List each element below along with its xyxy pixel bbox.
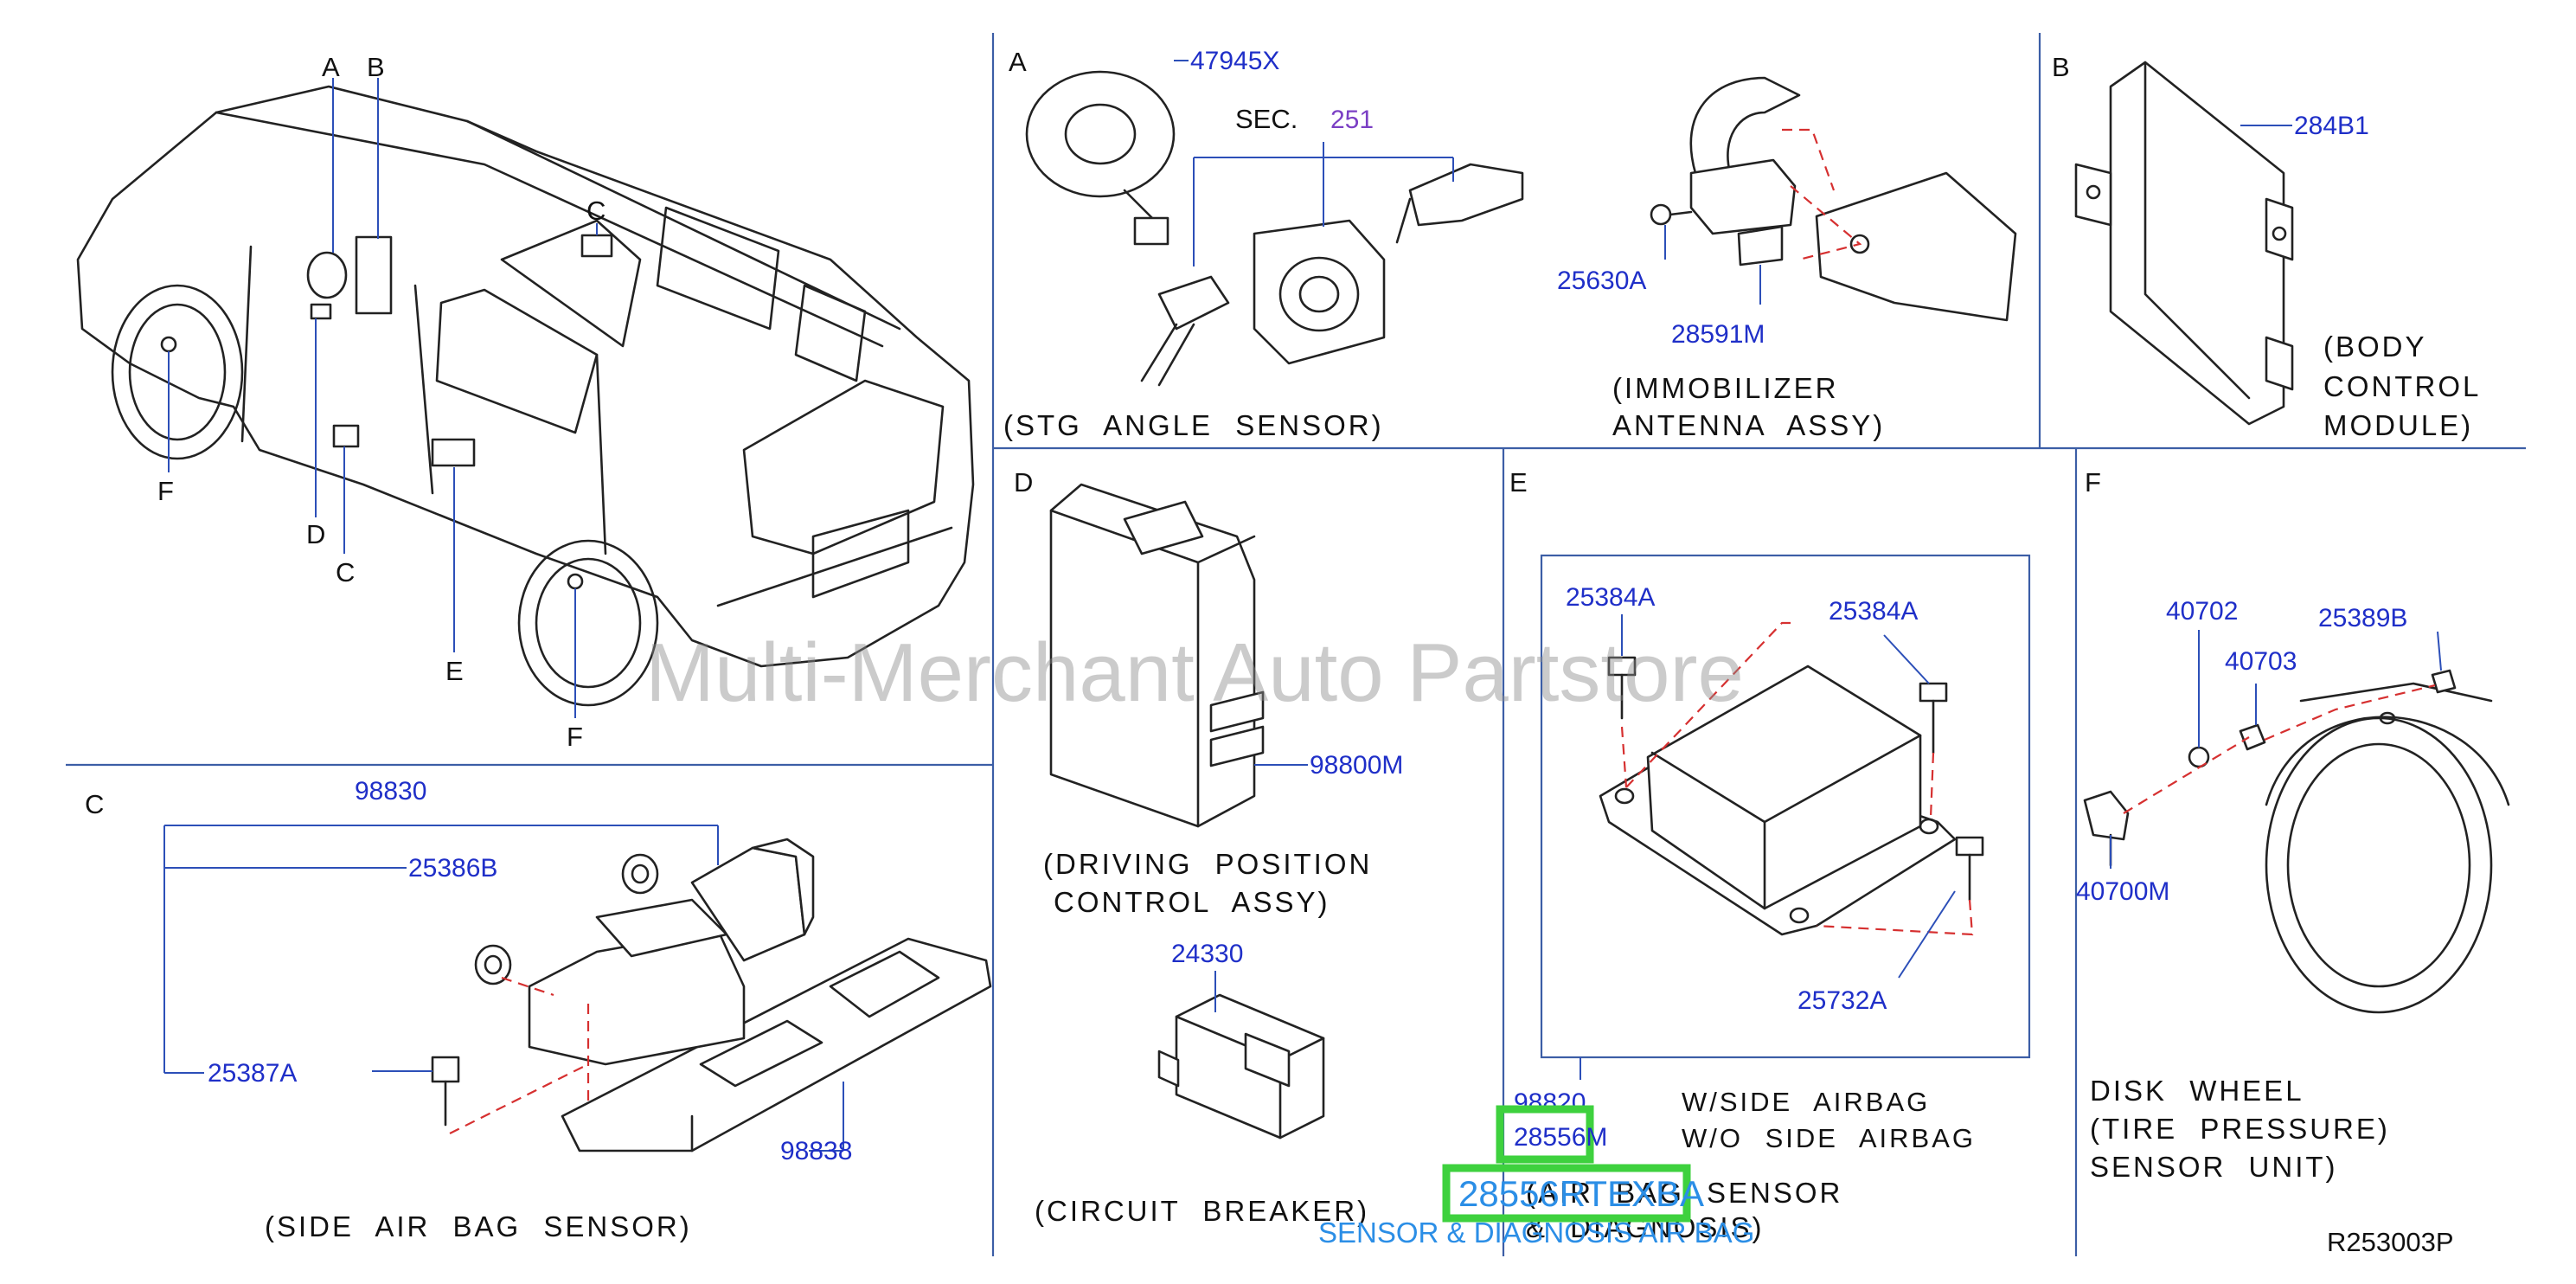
highlight-box-28556m [1496, 1105, 1594, 1164]
part-25630a[interactable]: 25630A [1557, 266, 1646, 295]
part-98830[interactable]: 98830 [355, 777, 426, 806]
vehicle-label-f-rear: F [567, 722, 583, 752]
body-control-module-drawing [2074, 61, 2294, 426]
caption-stg-angle-sensor: (STG ANGLE SENSOR) [1003, 409, 1384, 441]
body-module-location-b [355, 235, 393, 315]
caption-tpms-line1: DISK WHEEL [2090, 1075, 2304, 1107]
caption-bcm-line3: MODULE) [2323, 409, 2473, 441]
airbag-sensor-drawing [1599, 621, 1984, 936]
immobilizer-antenna-drawing [1650, 76, 2017, 322]
vehicle-illustration [76, 78, 975, 718]
note-without-side-airbag: W/O SIDE AIRBAG [1682, 1123, 1976, 1153]
part-28556m[interactable]: 28556M [1514, 1123, 1607, 1152]
caption-circuit-breaker: (CIRCUIT BREAKER) [1035, 1195, 1369, 1227]
panel-dividers [66, 33, 2526, 1256]
vehicle-label-c-bottom: C [336, 557, 355, 587]
part-25386b[interactable]: 25386B [408, 854, 497, 883]
vehicle-label-f-front: F [157, 476, 174, 506]
caption-tpms-line2: (TIRE PRESSURE) [2090, 1113, 2390, 1145]
vehicle-label-b: B [367, 52, 385, 82]
watermark: Multi-Merchant Auto Partstore [645, 626, 1744, 719]
overlay-part-number[interactable]: 28556RTEXBA [1458, 1173, 1704, 1214]
sensor-location-c-top [580, 234, 613, 258]
section-ref-prefix: SEC. [1235, 104, 1298, 134]
steering-angle-sensor-drawing [1025, 70, 1524, 387]
part-24330[interactable]: 24330 [1171, 940, 1243, 968]
part-25732a[interactable]: 25732A [1797, 986, 1887, 1015]
caption-tpms-line3: SENSOR UNIT) [2090, 1151, 2338, 1183]
caption-immobilizer-line1: (IMMOBILIZER [1612, 372, 1839, 404]
sensor-location-c-bottom [332, 424, 360, 448]
caption-dp-line2: CONTROL ASSY) [1054, 886, 1330, 918]
part-284b1[interactable]: 284B1 [2294, 112, 2369, 140]
section-c-letter: C [85, 789, 104, 819]
vehicle-label-d: D [306, 519, 325, 549]
airbag-sensor-detail-frame [1540, 554, 2031, 1059]
part-40700m[interactable]: 40700M [2076, 877, 2169, 906]
part-98838[interactable]: 98838 [780, 1137, 852, 1165]
section-e-letter: E [1509, 467, 1528, 498]
section-ref-251[interactable]: 251 [1330, 106, 1374, 134]
tire-pressure-sensor-drawing [2083, 669, 2510, 1014]
driving-position-control-drawing [1049, 483, 1265, 828]
part-25384a-left[interactable]: 25384A [1566, 583, 1655, 612]
vehicle-label-e: E [445, 656, 464, 686]
module-location-e [431, 438, 476, 467]
vehicle-label-c-top: C [586, 196, 606, 226]
part-25384a-right[interactable]: 25384A [1829, 597, 1918, 626]
part-25387a[interactable]: 25387A [208, 1059, 297, 1088]
section-f-letter: F [2085, 467, 2101, 498]
section-b-letter: B [2052, 52, 2070, 82]
highlight-box-overlay [1442, 1164, 1691, 1223]
part-40703[interactable]: 40703 [2225, 647, 2297, 676]
caption-bcm-line2: CONTROL [2323, 370, 2481, 402]
caption-dp-line1: (DRIVING POSITION [1043, 848, 1372, 880]
part-98800m[interactable]: 98800M [1310, 751, 1403, 780]
part-40702[interactable]: 40702 [2166, 597, 2238, 626]
part-25389b[interactable]: 25389B [2318, 604, 2407, 632]
part-47945x[interactable]: 47945X [1190, 47, 1279, 75]
vehicle-label-a: A [322, 52, 340, 82]
note-with-side-airbag: W/SIDE AIRBAG [1682, 1087, 1930, 1117]
caption-immobilizer-line2: ANTENNA ASSY) [1612, 409, 1885, 441]
section-d-letter: D [1014, 467, 1033, 498]
part-28591m[interactable]: 28591M [1671, 320, 1765, 349]
caption-side-airbag-sensor: (SIDE AIR BAG SENSOR) [265, 1210, 692, 1242]
drawing-number: R253003P [2327, 1227, 2454, 1257]
section-a-letter: A [1009, 47, 1027, 77]
side-airbag-sensor-drawing [431, 838, 992, 1152]
overlay-caption: SENSOR & DIAGNOSIS AIR BAG [1318, 1217, 1754, 1249]
caption-bcm-line1: (BODY [2323, 331, 2427, 363]
circuit-breaker-drawing [1157, 993, 1325, 1140]
